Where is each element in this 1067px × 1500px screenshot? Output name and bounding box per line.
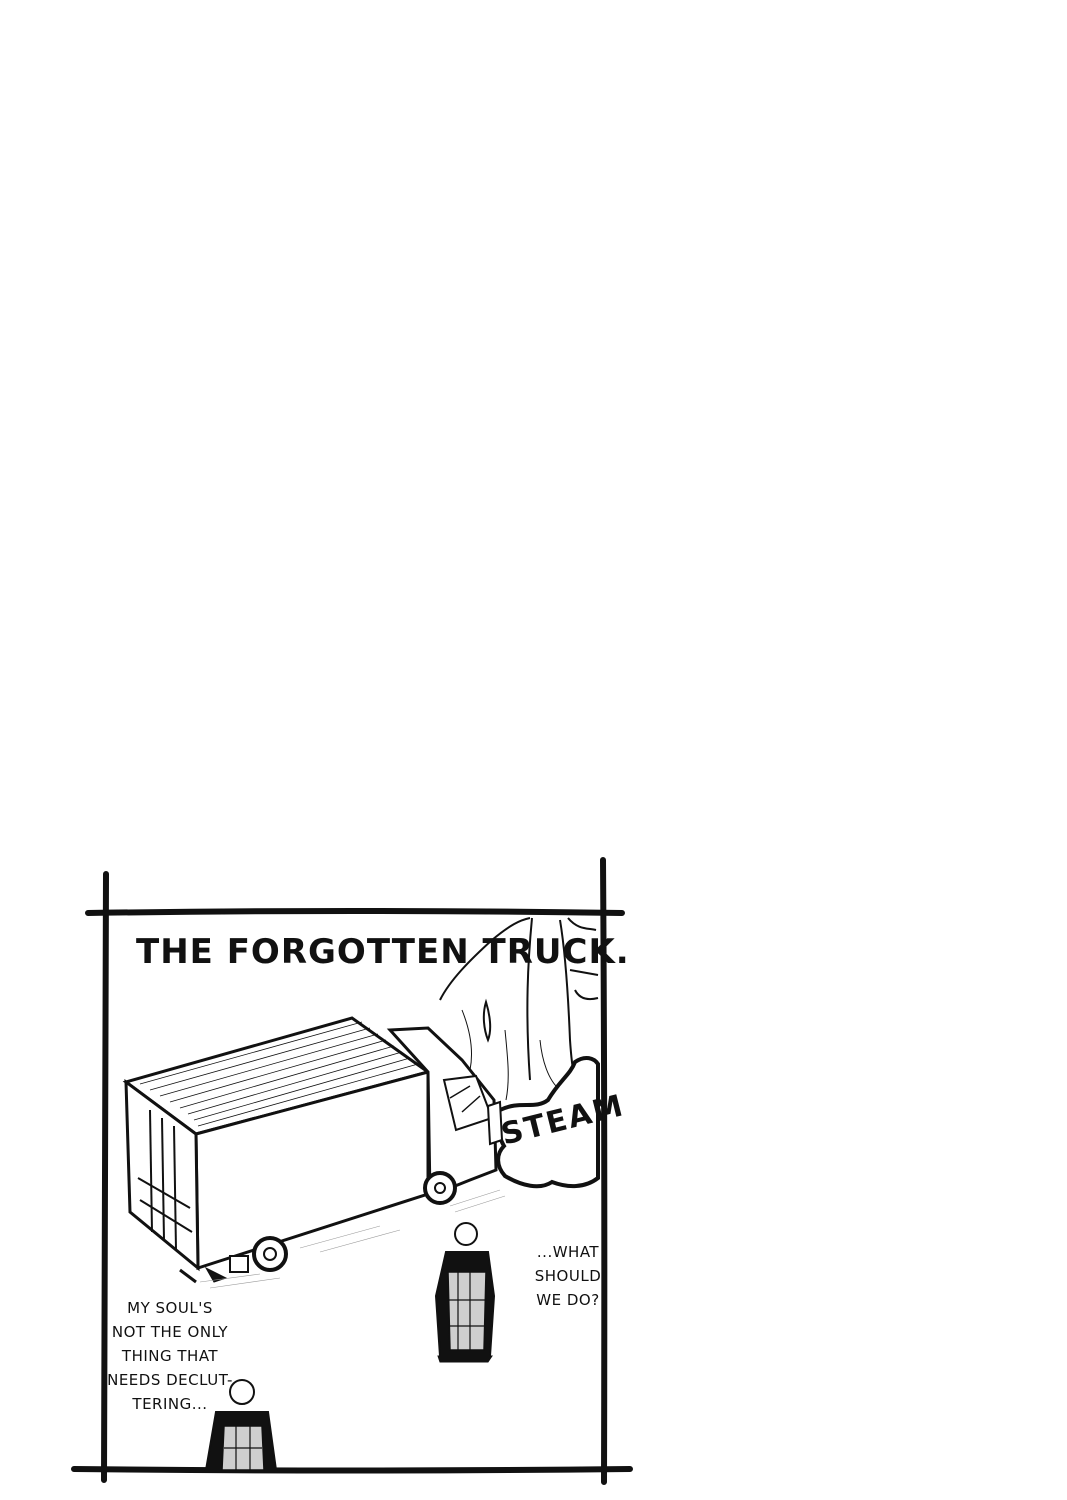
dialogue-line: SHOULD: [534, 1267, 602, 1285]
dialogue-line: THING THAT: [121, 1347, 219, 1365]
ground-shading: [199, 1189, 506, 1289]
monk-standing: [434, 1222, 496, 1363]
dialogue-right: ...WHAT SHOULD WE DO?: [522, 1240, 614, 1312]
dialogue-line: TERING...: [132, 1395, 208, 1413]
truck: [122, 1016, 504, 1284]
panel-caption: THE FORGOTTEN TRUCK.: [136, 932, 630, 972]
panel-border: [71, 857, 633, 1485]
dialogue-line: MY SOUL'S: [127, 1299, 213, 1317]
dialogue-line: ...WHAT: [536, 1243, 600, 1261]
dialogue-line: NEEDS DECLUT-: [107, 1371, 233, 1389]
steam-cloud: [495, 1055, 600, 1189]
dialogue-line: NOT THE ONLY: [111, 1323, 229, 1341]
dialogue-left: MY SOUL'S NOT THE ONLY THING THAT NEEDS …: [100, 1296, 240, 1416]
monk-bottom: [204, 1379, 278, 1471]
dialogue-line: WE DO?: [536, 1291, 600, 1309]
